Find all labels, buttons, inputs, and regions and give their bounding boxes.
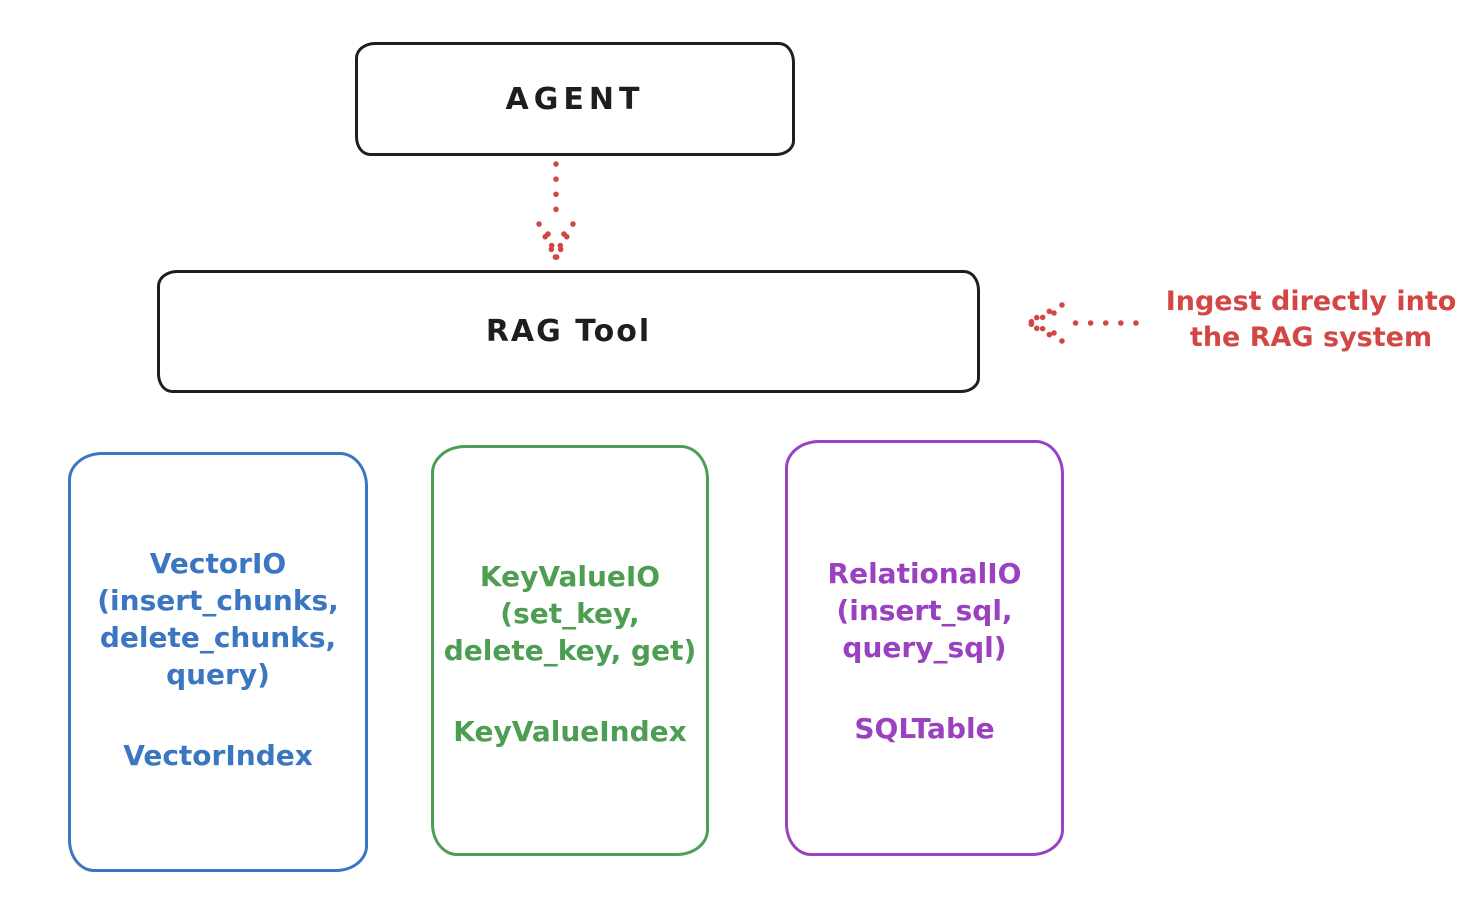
method-line: RelationalIO: [827, 557, 1022, 590]
agent-to-ragtool-arrow-icon: [536, 161, 576, 262]
method-line: (insert_sql,: [836, 594, 1013, 627]
method-line: VectorIO: [149, 547, 287, 580]
node-agent: AGENT: [355, 42, 795, 156]
ingest-annotation-line: the RAG system: [1189, 322, 1433, 353]
ingest-arrow-icon: [1023, 302, 1139, 344]
ingest-annotation: Ingest directly into the RAG system: [1138, 284, 1484, 356]
method-line: query_sql): [842, 631, 1007, 664]
card-relational-io: RelationalIO (insert_sql, query_sql) SQL…: [785, 440, 1064, 856]
keyvalue-io-methods: KeyValueIO (set_key, delete_key, get): [434, 558, 706, 669]
agent-label: AGENT: [505, 81, 645, 117]
method-line: (insert_chunks,: [97, 584, 339, 617]
keyvalue-index-label: KeyValueIndex: [453, 715, 687, 748]
method-line: KeyValueIO: [479, 560, 661, 593]
sql-table-label: SQLTable: [854, 712, 995, 745]
card-vector-io: VectorIO (insert_chunks, delete_chunks, …: [68, 452, 368, 872]
method-line: query): [166, 658, 270, 691]
node-rag-tool: RAG Tool: [157, 270, 980, 393]
ingest-annotation-line: Ingest directly into: [1165, 286, 1457, 317]
rag-tool-label: RAG Tool: [485, 314, 652, 349]
method-line: delete_key, get): [443, 634, 697, 667]
method-line: delete_chunks,: [99, 621, 337, 654]
vector-index-label: VectorIndex: [123, 739, 313, 772]
card-keyvalue-io: KeyValueIO (set_key, delete_key, get) Ke…: [431, 445, 709, 856]
vector-io-methods: VectorIO (insert_chunks, delete_chunks, …: [71, 545, 365, 693]
method-line: (set_key,: [500, 597, 640, 630]
relational-io-methods: RelationalIO (insert_sql, query_sql): [788, 555, 1061, 666]
